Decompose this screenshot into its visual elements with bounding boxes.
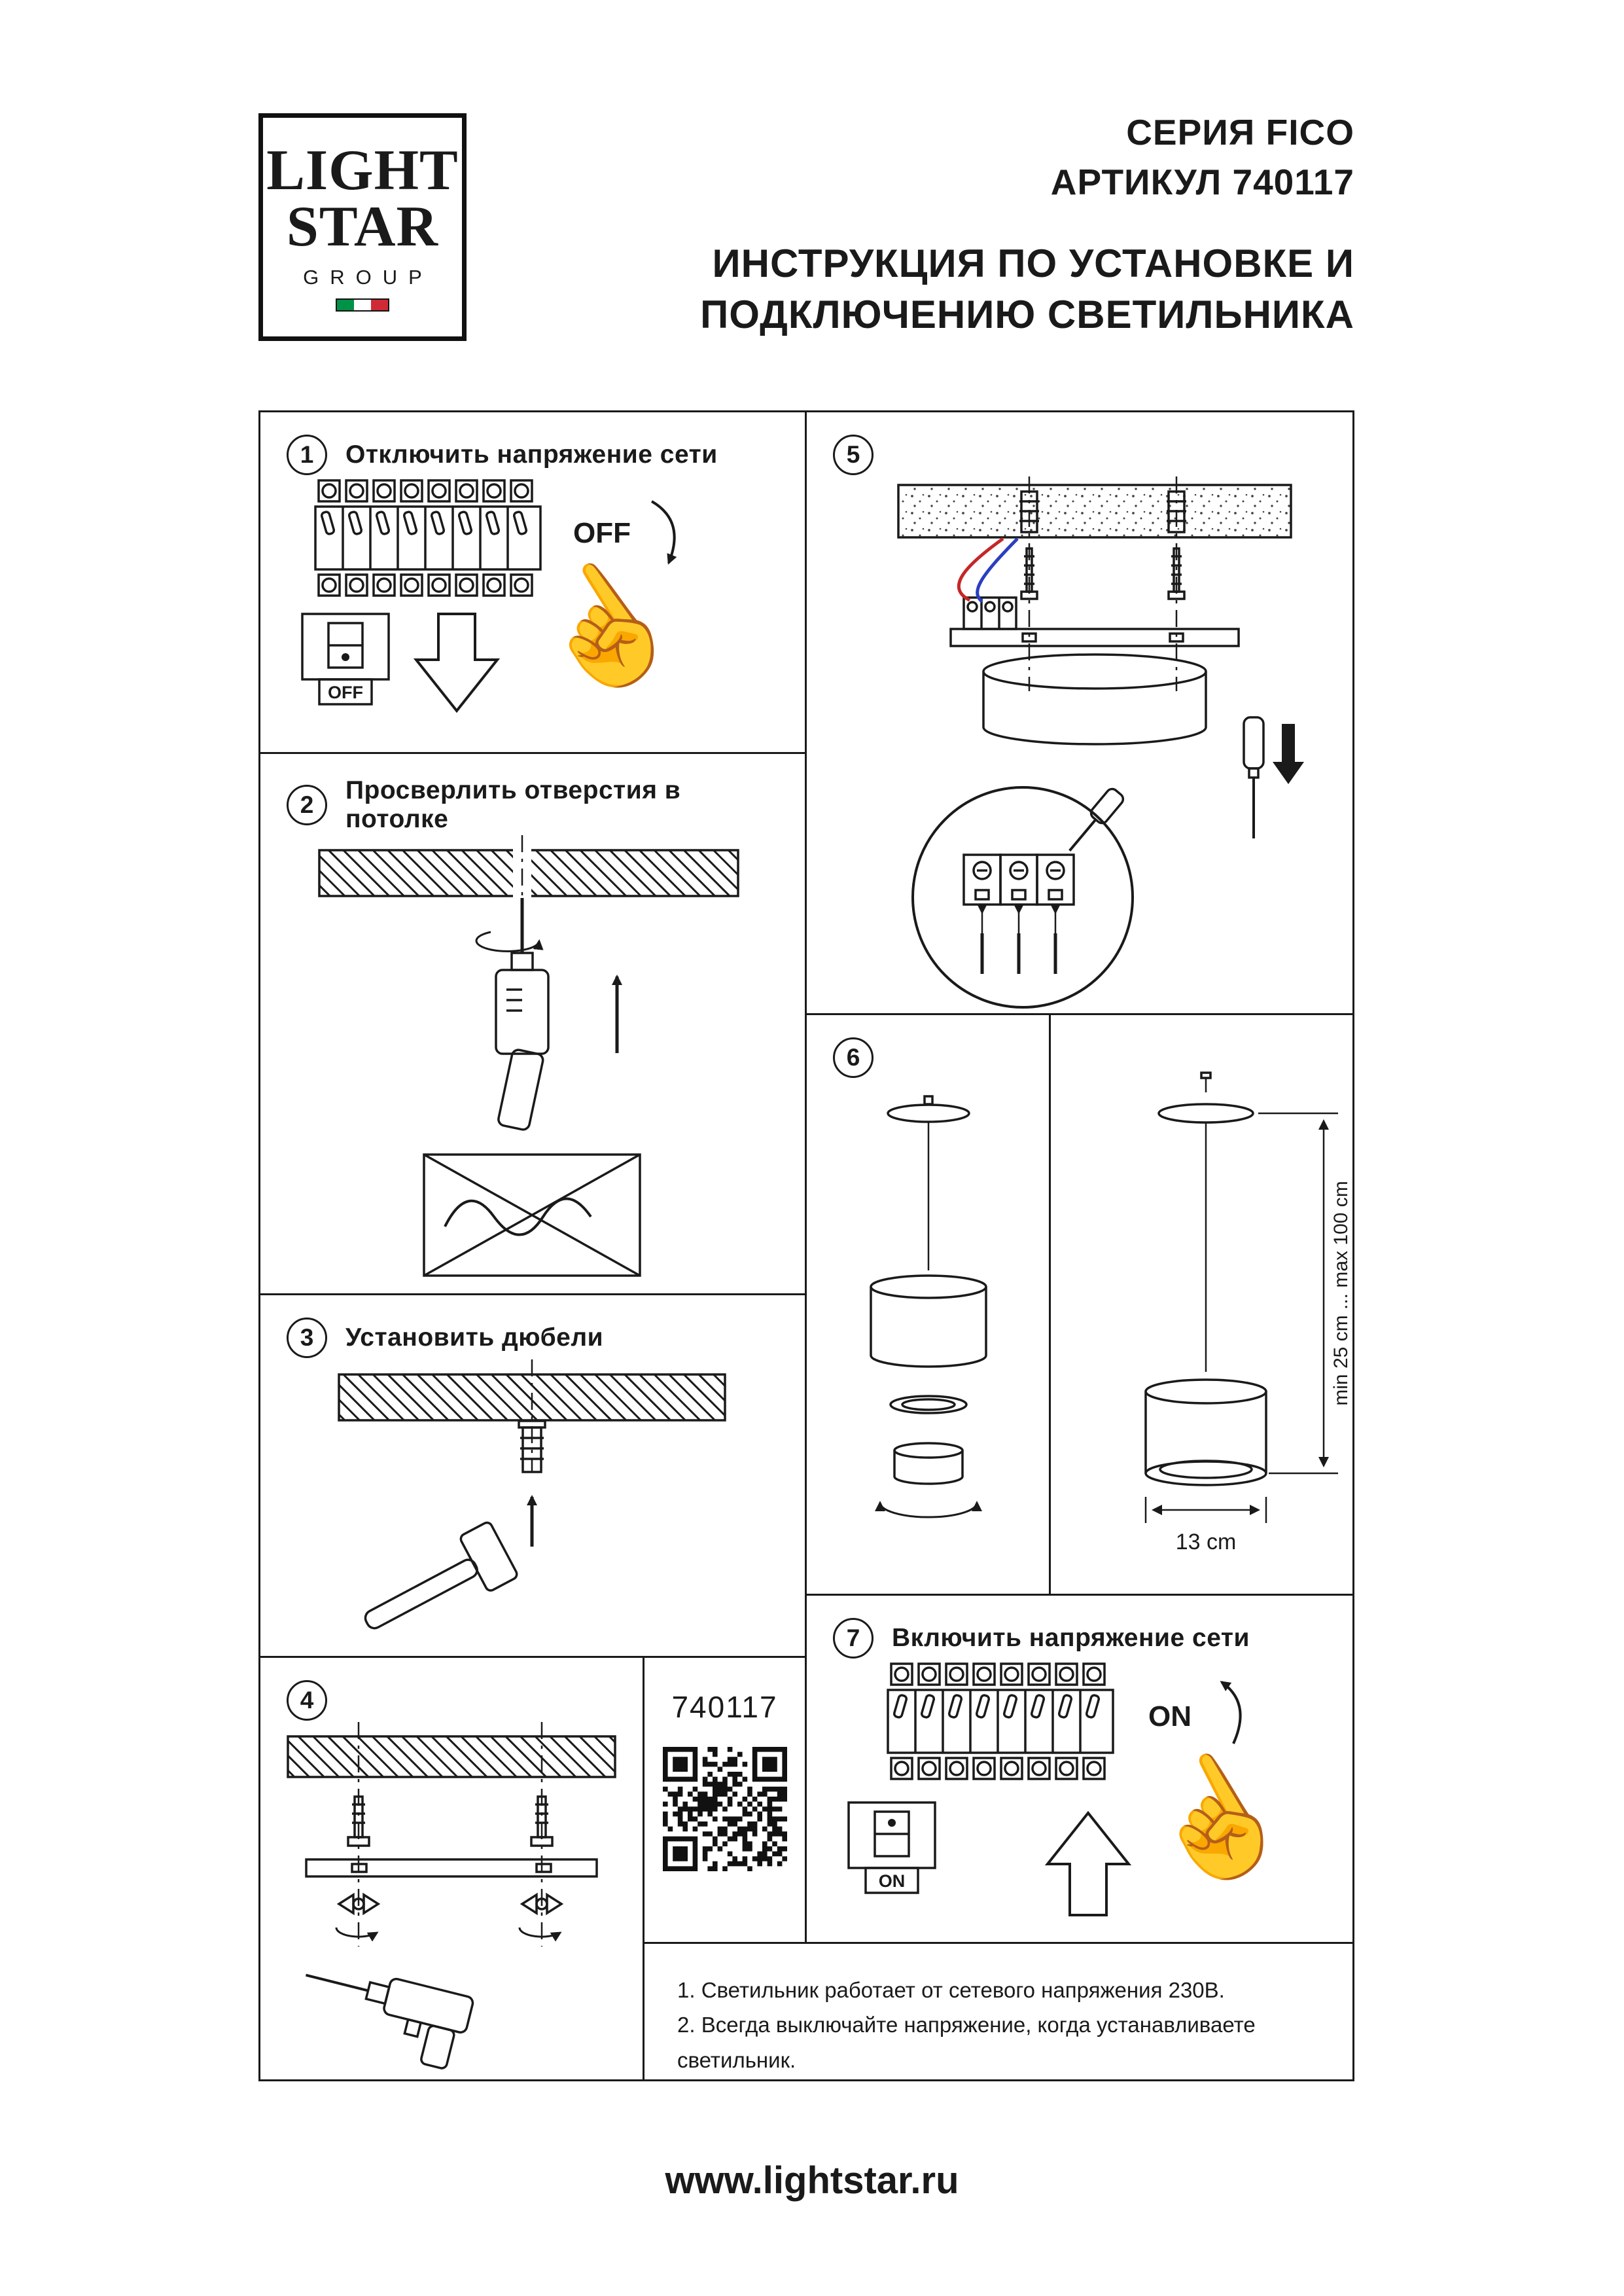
step-6-number: 6 (833, 1037, 874, 1078)
breaker-on-diagram: ON ☝ ON (847, 1662, 1311, 1916)
wing-nut-icon (335, 1892, 381, 1942)
lightstar-logo: LIGHT STAR GROUP (258, 113, 467, 341)
note-2: 2. Всегда выключайте напряжение, когда у… (677, 2013, 1256, 2072)
dowel-icon (518, 1420, 546, 1473)
mounting-plate (305, 1858, 598, 1878)
screw-icon (347, 1795, 554, 1847)
arrow-down-icon (413, 613, 501, 713)
screwdriver-icon (1068, 787, 1125, 852)
width-dimension-label: 13 cm (1176, 1530, 1237, 1554)
italy-flag-icon (336, 298, 389, 312)
step-3-label: Установить дюбели (345, 1323, 604, 1352)
hidden-wiring-warning (423, 1153, 641, 1277)
qr-article-number: 740117 (671, 1690, 778, 1724)
screw-icon (1020, 547, 1186, 600)
exploded-pendant (870, 1095, 987, 1518)
step-2-panel: 2 Просверлить отверстия в потолке (258, 752, 807, 1295)
panel-divider (1049, 1015, 1051, 1594)
turn-off-arrow-icon (650, 500, 677, 565)
logo-text-star: STAR (286, 195, 439, 259)
wire-blue (976, 537, 1019, 603)
step-6-panel: 6 (805, 1013, 1354, 1596)
website-url: www.lightstar.ru (665, 2159, 959, 2202)
qr-panel: 740117 (643, 1656, 807, 1944)
wall-switch-on-icon: ON (847, 1801, 936, 1894)
header: СЕРИЯ FICO АРТИКУЛ 740117 ИНСТРУКЦИЯ ПО … (700, 111, 1354, 340)
step-3-number: 3 (287, 1318, 327, 1358)
canopy-base (982, 653, 1207, 745)
dimension-lines (1144, 1112, 1338, 1523)
step-2-number: 2 (287, 785, 327, 825)
wire-red (957, 537, 1004, 602)
logo-text-group: GROUP (303, 266, 433, 289)
step-4-panel: 4 (258, 1656, 644, 2081)
height-dimension-label: min 25 cm ... max 100 cm (1330, 1181, 1352, 1405)
arrow-up-icon (1044, 1810, 1132, 1916)
circuit-breaker-row (887, 1662, 1114, 1780)
wiring-detail-circle (911, 786, 1134, 1009)
off-label: OFF (573, 517, 631, 549)
wiring-mounting-diagram (897, 476, 1304, 1009)
page-title: ИНСТРУКЦИЯ ПО УСТАНОВКЕ И ПОДКЛЮЧЕНИЮ СВ… (700, 242, 1354, 336)
turn-on-arrow-icon (1220, 1681, 1242, 1744)
rotate-arrow-icon (875, 1501, 982, 1518)
switch-on-label: ON (879, 1871, 906, 1891)
step-5-panel: 5 (805, 410, 1354, 1015)
concrete-ceiling (897, 484, 1292, 539)
terminal-block (962, 596, 1017, 630)
pendant-assembly-diagram: min 25 cm ... max 100 cm 13 cm (870, 1071, 1352, 1554)
notes-panel: 1. Светильник работает от сетевого напря… (643, 1942, 1354, 2081)
step-3-panel: 3 Установить дюбели (258, 1293, 807, 1658)
arrow-down-icon (1273, 724, 1304, 784)
electric-screwdriver-icon (305, 1973, 474, 2070)
breaker-off-diagram: OFF ☝ OFF (301, 479, 701, 725)
hammer-icon (364, 1521, 518, 1630)
step-7-number: 7 (833, 1618, 874, 1659)
assembled-pendant (1144, 1071, 1267, 1486)
step-7-label: Включить напряжение сети (892, 1624, 1250, 1652)
series-title: СЕРИЯ FICO (1126, 112, 1354, 152)
mounting-plate (949, 628, 1240, 647)
screwdriver-icon (1243, 716, 1265, 838)
wing-nut-icon (518, 1892, 564, 1942)
step-7-panel: 7 Включить напряжение сети ON ☝ (805, 1594, 1354, 1944)
drill-ceiling-diagram (318, 835, 739, 1277)
on-label: ON (1148, 1700, 1192, 1732)
drill-icon (475, 898, 550, 1131)
step-1-panel: 1 Отключить напряжение сети OFF ☝ (258, 410, 807, 754)
dowel-icon (1019, 490, 1186, 533)
wall-switch-off-icon: OFF (301, 613, 390, 706)
hand-icon: ☝ (506, 531, 701, 725)
hand-icon: ☝ (1120, 1724, 1311, 1914)
dowel-diagram (338, 1359, 726, 1630)
logo-text-light: LIGHT (266, 138, 459, 202)
mounting-plate-diagram (287, 1722, 616, 2070)
step-1-number: 1 (287, 435, 327, 475)
ceiling-hatch (287, 1735, 616, 1778)
qr-code (662, 1747, 787, 1871)
step-5-number: 5 (833, 435, 874, 475)
switch-off-label: OFF (328, 683, 363, 702)
article-number: АРТИКУЛ 740117 (1050, 162, 1354, 202)
note-1: 1. Светильник работает от сетевого напря… (677, 1978, 1225, 2002)
step-1-label: Отключить напряжение сети (345, 440, 718, 469)
circuit-breaker-row (314, 479, 542, 597)
step-4-number: 4 (287, 1680, 327, 1721)
step-2-label: Просверлить отверстия в потолке (345, 776, 681, 833)
